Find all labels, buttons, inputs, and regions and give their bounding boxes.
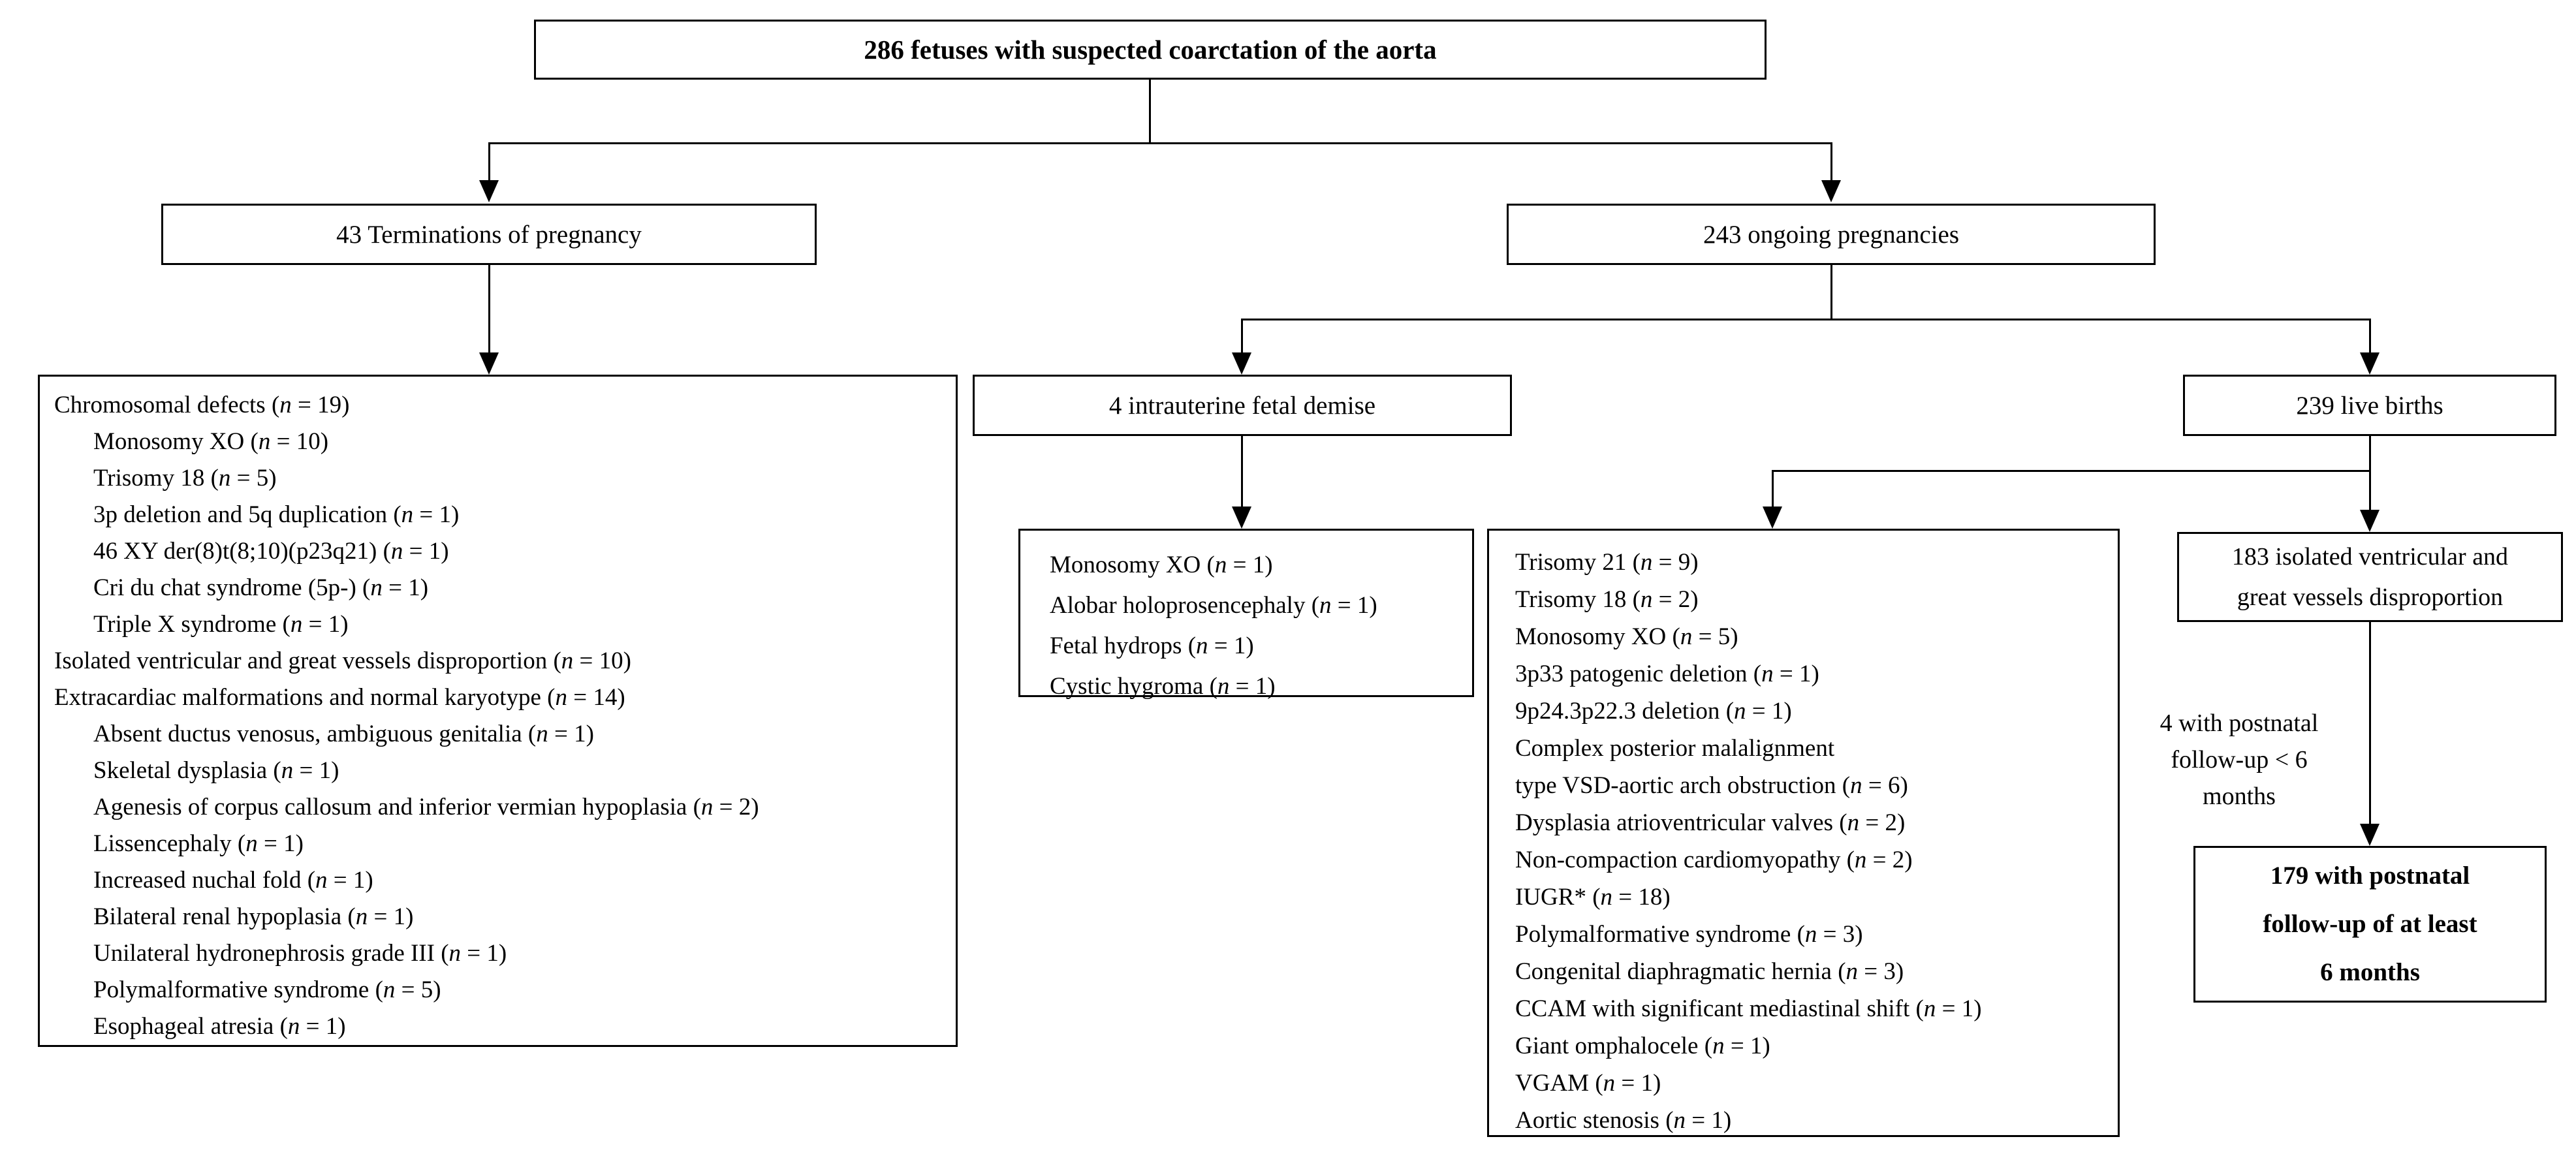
connector-ongoing-down — [1830, 265, 1832, 320]
connector-mid-bar — [1241, 319, 2371, 320]
list-item: Cystic hygroma (n = 1) — [1050, 673, 1276, 700]
list-item: 9p24.3p22.3 deletion (n = 1) — [1515, 698, 1792, 725]
list-item: Absent ductus venosus, ambiguous genital… — [93, 721, 594, 747]
list-item: Lissencephaly (n = 1) — [93, 830, 304, 857]
list-item: 3p33 patogenic deletion (n = 1) — [1515, 661, 1819, 687]
list-item: Cri du chat syndrome (5p-) (n = 1) — [93, 574, 429, 601]
arrowhead-long-followup — [2360, 824, 2380, 846]
connector-demise-down — [1241, 436, 1243, 508]
list-item: IUGR* (n = 18) — [1515, 884, 1671, 911]
text-line: follow-up of at least — [2263, 910, 2477, 938]
list-item: Fetal hydrops (n = 1) — [1050, 632, 1254, 659]
list-item: 3p deletion and 5q duplication (n = 1) — [93, 501, 460, 528]
list-item: Congenital diaphragmatic hernia (n = 3) — [1515, 958, 1904, 985]
connector-top-bar — [488, 142, 1832, 144]
list-item: Complex posterior malalignment — [1515, 735, 1835, 762]
live-births-text: 239 live births — [2296, 391, 2443, 420]
fetal-demise-text: 4 intrauterine fetal demise — [1108, 391, 1376, 420]
list-item: Extracardiac malformations and normal ka… — [54, 684, 625, 711]
arrowhead-ongoing — [1821, 180, 1841, 202]
connector-to-terminations — [488, 142, 490, 183]
list-item: CCAM with significant mediastinal shift … — [1515, 995, 1982, 1022]
text-line: follow-up < 6 — [2171, 746, 2308, 773]
text-line: 4 with postnatal — [2160, 710, 2319, 737]
arrowhead-isolated — [2360, 510, 2380, 532]
list-item: VGAM (n = 1) — [1515, 1070, 1661, 1097]
fetal-demise-box: 4 intrauterine fetal demise — [973, 375, 1512, 436]
list-item: Monosomy XO (n = 5) — [1515, 623, 1738, 650]
fetal-demise-detail-box: Monosomy XO (n = 1) Alobar holoprosenceph… — [1018, 529, 1474, 700]
arrowhead-demise — [1232, 352, 1251, 375]
live-births-box: 239 live births — [2183, 375, 2556, 436]
arrowhead-terminations — [479, 180, 499, 202]
list-item: Non-compaction cardiomyopathy (n = 2) — [1515, 847, 1913, 873]
live-births-detail-box: Trisomy 21 (n = 9) Trisomy 18 (n = 2) Mono… — [1487, 529, 2120, 1137]
ongoing-pregnancies-text: 243 ongoing pregnancies — [1703, 220, 1960, 249]
connector-to-anomalies — [1772, 470, 1774, 508]
list-item: Monosomy XO (n = 10) — [93, 428, 329, 455]
list-item: Triple X syndrome (n = 1) — [93, 611, 349, 638]
list-item: type VSD-aortic arch obstruction (n = 6) — [1515, 772, 1908, 799]
list-item: Agenesis of corpus callosum and inferior… — [93, 794, 759, 820]
isolated-disproportion-box: 183 isolated ventricular and great vessel… — [2177, 532, 2563, 622]
title-box: 286 fetuses with suspected coarctation o… — [534, 20, 1767, 80]
text-line: great vessels disproportion — [2237, 584, 2504, 611]
text-line: 183 isolated ventricular and — [2231, 543, 2509, 570]
connector-to-ongoing — [1830, 142, 1832, 183]
list-item: Trisomy 18 (n = 2) — [1515, 586, 1699, 613]
title-text: 286 fetuses with suspected coarctation o… — [864, 35, 1437, 65]
list-item: Polymalformative syndrome (n = 3) — [1515, 921, 1863, 948]
list-item: Polymalformative syndrome (n = 5) — [93, 976, 441, 1003]
list-item: Alobar holoprosencephaly (n = 1) — [1050, 592, 1377, 619]
short-followup-label: 4 with postnatal follow-up < 6 months — [2118, 705, 2360, 815]
list-item: Giant omphalocele (n = 1) — [1515, 1033, 1770, 1059]
connector-to-isolated — [2369, 470, 2371, 511]
list-item: Dysplasia atrioventricular valves (n = 2… — [1515, 809, 1906, 836]
text-line: 179 with postnatal — [2270, 862, 2470, 890]
list-item: Aortic stenosis (n = 1) — [1515, 1107, 1732, 1134]
arrowhead-anomalies — [1763, 507, 1782, 529]
text-line: months — [2203, 783, 2276, 810]
list-item: Bilateral renal hypoplasia (n = 1) — [93, 903, 414, 930]
ongoing-pregnancies-box: 243 ongoing pregnancies — [1507, 204, 2156, 265]
terminations-detail-box: Chromosomal defects (n = 19) Monosomy XO … — [38, 375, 958, 1047]
list-item: Increased nuchal fold (n = 1) — [93, 867, 373, 894]
arrowhead-terminations-detail — [479, 352, 499, 375]
list-item: Monosomy XO (n = 1) — [1050, 552, 1273, 578]
list-item: Trisomy 21 (n = 9) — [1515, 549, 1699, 576]
list-item: Trisomy 18 (n = 5) — [93, 465, 277, 491]
list-item: 46 XY der(8)t(8;10)(p23q21) (n = 1) — [93, 538, 449, 565]
connector-isolated-down — [2369, 622, 2371, 825]
terminations-box: 43 Terminations of pregnancy — [161, 204, 817, 265]
arrowhead-live-births — [2360, 352, 2380, 375]
connector-live-bar — [1772, 470, 2371, 472]
connector-to-demise — [1241, 319, 1243, 354]
text-line: 6 months — [2320, 958, 2420, 986]
list-item: Unilateral hydronephrosis grade III (n =… — [93, 940, 507, 967]
list-item: Skeletal dysplasia (n = 1) — [93, 757, 339, 784]
connector-live-births-down — [2369, 436, 2371, 472]
terminations-text: 43 Terminations of pregnancy — [336, 220, 642, 249]
connector-terminations-down — [488, 265, 490, 354]
arrowhead-demise-detail — [1232, 507, 1251, 529]
connector-title-down — [1149, 80, 1151, 144]
list-item: Esophageal atresia (n = 1) — [93, 1013, 346, 1040]
list-item: Isolated ventricular and great vessels d… — [54, 647, 631, 674]
long-followup-box: 179 with postnatal follow-up of at least 6… — [2193, 846, 2547, 1003]
connector-to-live-births — [2369, 319, 2371, 354]
list-item: Chromosomal defects (n = 19) — [54, 392, 350, 418]
